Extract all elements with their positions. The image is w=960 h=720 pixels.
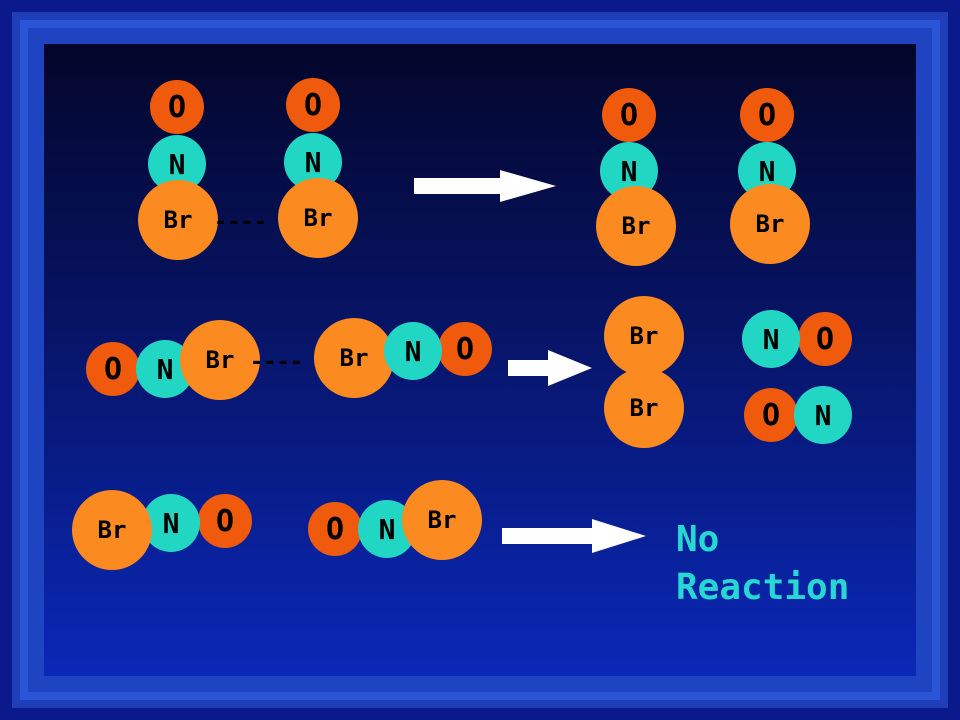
row3-right-oxygen: O	[308, 502, 362, 556]
row2-product-bromine-top: Br	[604, 296, 684, 376]
no-reaction-caption: No Reaction	[676, 516, 849, 612]
arrow-row2	[508, 350, 592, 386]
row1-product1-bromine: Br	[596, 186, 676, 266]
row2-bond-dashes: ----	[250, 350, 303, 375]
row1-bond-dashes: ----	[214, 210, 267, 235]
caption-line2: Reaction	[676, 567, 850, 608]
row2-product-no2-nitrogen: N	[794, 386, 852, 444]
arrow-row1	[414, 170, 556, 202]
row1-left-bromine: Br	[138, 180, 218, 260]
row1-product2-oxygen: O	[740, 88, 794, 142]
row1-product2-bromine: Br	[730, 184, 810, 264]
row2-left-oxygen: O	[86, 342, 140, 396]
row3-left-oxygen: O	[198, 494, 252, 548]
caption-line1: No	[676, 519, 720, 560]
row1-product1-oxygen: O	[602, 88, 656, 142]
row2-product-no1-oxygen: O	[798, 312, 852, 366]
row3-left-bromine: Br	[72, 490, 152, 570]
row2-right-oxygen: O	[438, 322, 492, 376]
row2-product-bromine-bottom: Br	[604, 368, 684, 448]
row2-right-nitrogen: N	[384, 322, 442, 380]
row1-right-bromine: Br	[278, 178, 358, 258]
row1-right-oxygen: O	[286, 78, 340, 132]
row3-right-bromine: Br	[402, 480, 482, 560]
row2-product-no2-oxygen: O	[744, 388, 798, 442]
row2-product-no1-nitrogen: N	[742, 310, 800, 368]
row2-right-bromine: Br	[314, 318, 394, 398]
row3-left-nitrogen: N	[142, 494, 200, 552]
row2-left-bromine: Br	[180, 320, 260, 400]
arrow-row3	[502, 519, 646, 553]
row1-left-oxygen: O	[150, 80, 204, 134]
